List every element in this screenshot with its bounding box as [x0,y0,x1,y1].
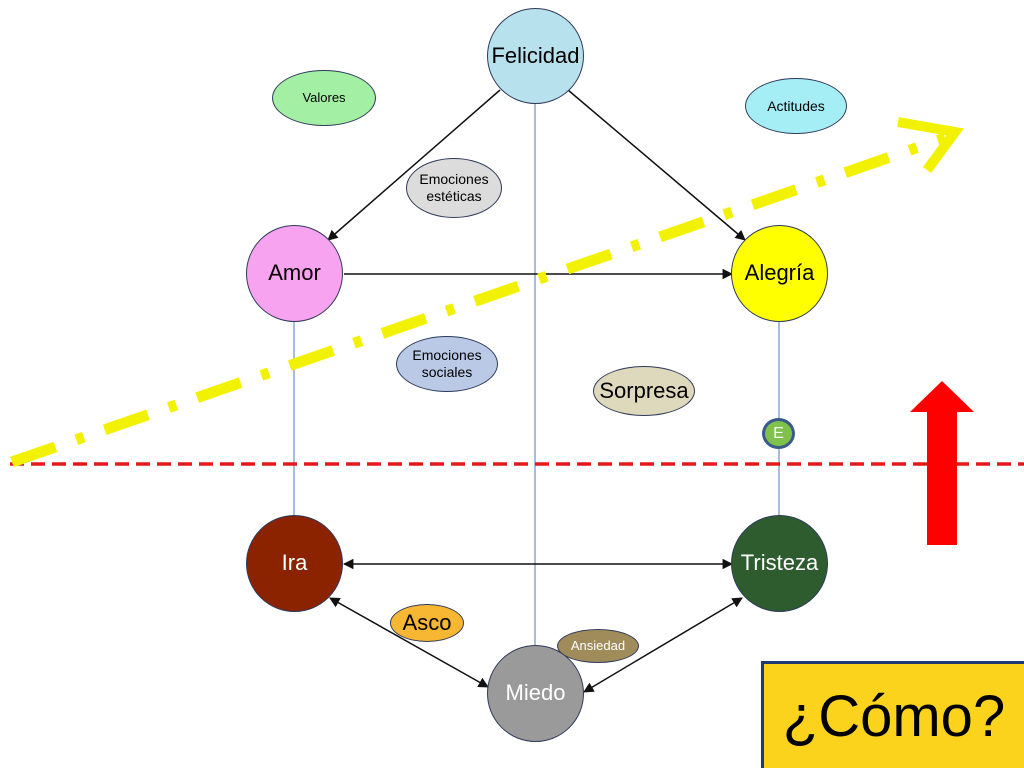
question-label: ¿Cómo? [782,683,1006,749]
sorpresa-label: Sorpresa [599,377,689,403]
e-node: E [762,418,795,449]
felicidad-label: Felicidad [491,42,580,68]
emociones-sociales-node: Emociones sociales [396,336,498,392]
arrow-felicidad-amor [327,89,501,241]
arrow-felicidad-alegria [567,89,746,241]
tristeza-label: Tristeza [740,550,819,576]
valores-label: Valores [302,90,346,106]
felicidad-node: Felicidad [487,8,584,104]
alegria-label: Alegría [744,260,815,286]
question-box: ¿Cómo? [761,661,1024,768]
miedo-label: Miedo [505,680,566,706]
ansiedad-node: Ansiedad [557,629,639,663]
tristeza-node: Tristeza [731,515,828,612]
ira-label: Ira [281,550,308,576]
miedo-node: Miedo [487,645,584,742]
arrow-ira-miedo [329,597,489,688]
valores-node: Valores [272,70,376,126]
asco-label: Asco [402,609,452,635]
emociones-sociales-label: Emociones sociales [412,347,482,380]
amor-label: Amor [268,260,321,286]
emociones-esteticas-node: Emociones estéticas [406,158,502,218]
yellow-arrowhead [897,117,964,173]
amor-node: Amor [246,225,343,322]
arrow-tristeza-miedo [583,597,743,693]
ansiedad-label: Ansiedad [570,638,626,654]
ira-node: Ira [246,515,343,612]
yellow-dashdot-arrow [10,132,947,468]
alegria-node: Alegría [731,225,828,322]
emociones-esteticas-label: Emociones estéticas [419,171,489,204]
red-up-arrow [910,381,974,545]
sorpresa-node: Sorpresa [593,366,695,416]
asco-node: Asco [390,604,464,642]
e-label: E [773,424,784,442]
actitudes-node: Actitudes [745,78,847,134]
actitudes-label: Actitudes [767,97,825,114]
